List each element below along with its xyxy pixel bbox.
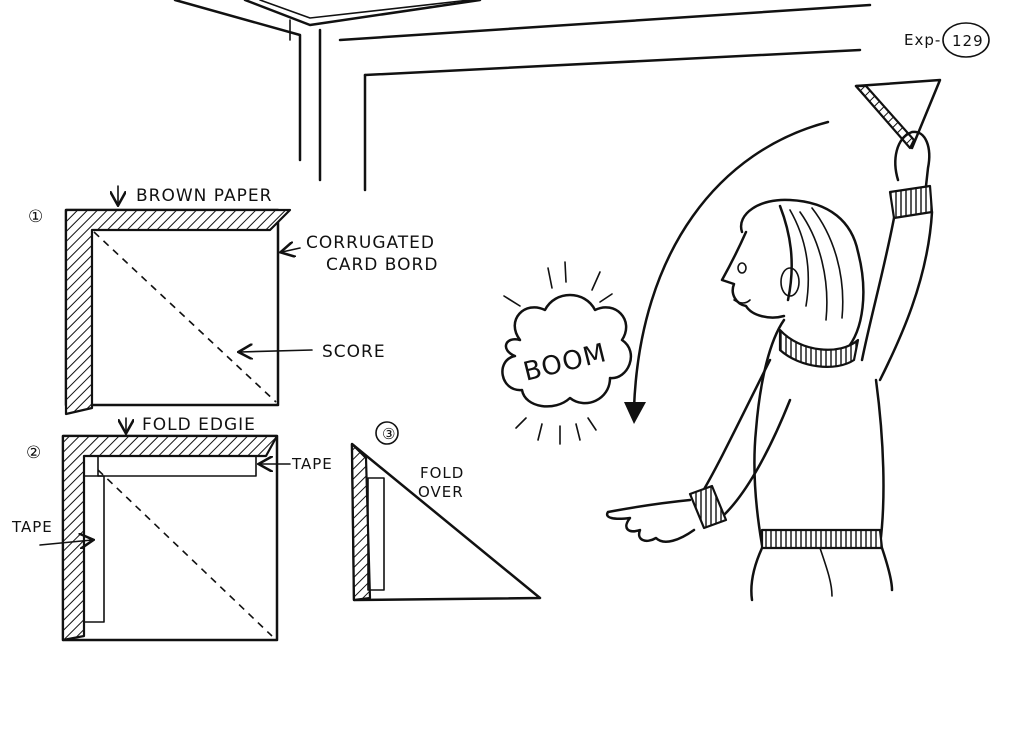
skirt-right (880, 546, 894, 592)
triangle-hatched-edge (350, 442, 372, 602)
brown-paper-label: BROWN PAPER (136, 186, 272, 206)
fold-edge-label: FOLD EDGIE (142, 415, 256, 435)
swing-arrow-head (624, 402, 646, 424)
step-3-diagram: ③ FOLD OVER (350, 421, 542, 602)
step-2-diagram: ② FOLD EDGIE TAPE TAPE (11, 415, 333, 642)
lower-arm-outer (698, 358, 772, 498)
step-3-number-circle (375, 421, 399, 445)
exp-number: 129 (952, 32, 984, 50)
tape-right-label: TAPE (291, 455, 333, 473)
lower-hand (605, 498, 696, 543)
tape-left-label: TAPE (11, 518, 53, 536)
cardboard-square (64, 208, 280, 407)
corrugated-label-line2: CARD BORD (326, 255, 438, 275)
tape-left-arrow (39, 540, 92, 545)
step-1-number: ① (28, 207, 44, 227)
eye (737, 262, 747, 274)
hair-outline (739, 198, 865, 352)
step-2-number: ② (26, 443, 42, 463)
fold-over-line2: OVER (418, 483, 464, 501)
exp-number-circle (942, 22, 990, 58)
girl-figure (605, 78, 942, 602)
face-profile (720, 230, 786, 319)
corrugated-label-line1: CORRUGATED (306, 233, 435, 253)
raised-cuff (888, 184, 934, 220)
lower-cuff (688, 484, 728, 530)
mouth (733, 299, 751, 304)
tape-strip-left (83, 475, 105, 623)
raised-arm-outer (860, 216, 896, 362)
fold-over-line1: FOLD (420, 464, 464, 482)
lower-arm-inner (714, 398, 792, 524)
sweater-waistband (760, 528, 884, 550)
triangle-tape (367, 477, 385, 591)
cardboard-square-2 (61, 434, 279, 642)
boom-burst: BOOM (501, 261, 633, 445)
step-1-diagram: ① BROWN PAPER CORRUGATED CARD BORD SCORE (28, 185, 438, 416)
experiment-label: Exp- 129 (904, 22, 990, 58)
exp-prefix: Exp- (904, 31, 941, 49)
skirt-left (750, 546, 764, 602)
score-line (93, 231, 277, 403)
score-label: SCORE (322, 342, 386, 362)
sweater-collar (778, 328, 860, 368)
corrugated-arrow (282, 248, 301, 252)
hairband (778, 204, 793, 302)
burst-lines (503, 261, 613, 445)
room-background (173, 0, 872, 192)
brown-paper-strip (64, 208, 292, 416)
tape-strip-top (97, 455, 257, 477)
raised-hand (894, 130, 931, 188)
boom-cloud (501, 293, 633, 408)
raised-arm-inner (878, 210, 934, 382)
step-3-number: ③ (382, 425, 396, 443)
paper-banger-edge (854, 84, 916, 150)
score-line-2 (97, 469, 273, 637)
boom-text: BOOM (520, 338, 609, 388)
ear (780, 267, 800, 297)
score-arrow (240, 350, 313, 352)
swing-arrow (624, 120, 830, 424)
folded-edge-strip (61, 434, 279, 642)
